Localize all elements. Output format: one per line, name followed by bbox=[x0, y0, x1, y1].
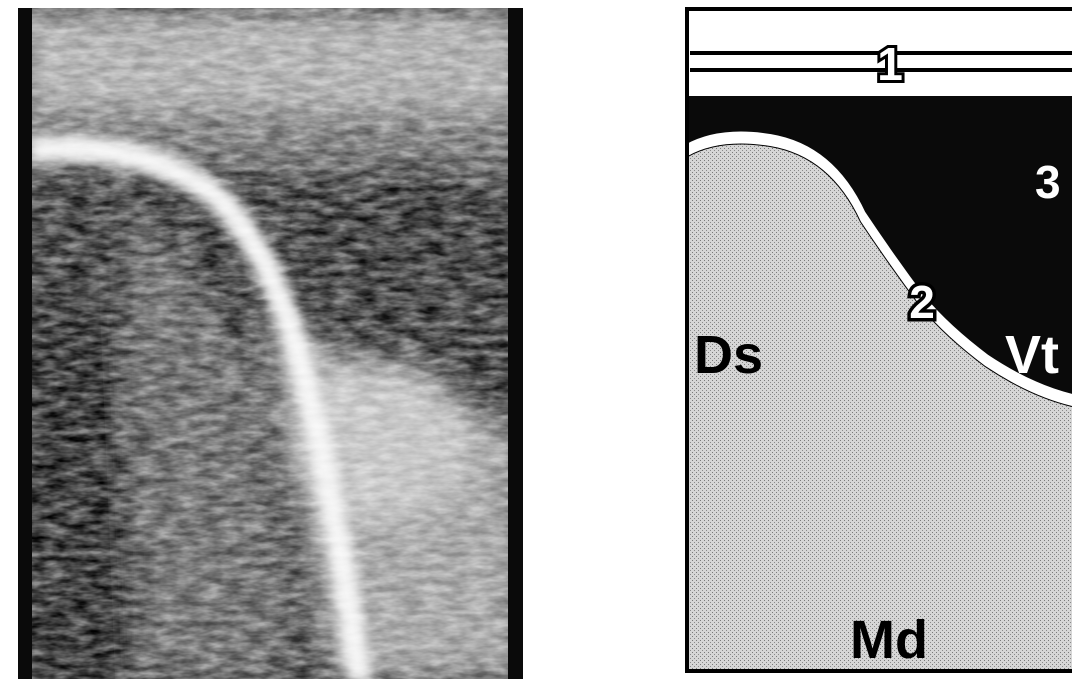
label-dorsal: Ds bbox=[694, 325, 763, 385]
label-ventral: Vt bbox=[1005, 325, 1059, 385]
label-layer-2: 2 bbox=[909, 276, 935, 328]
ultrasound-image bbox=[18, 8, 530, 679]
label-medial: Md bbox=[850, 610, 928, 670]
label-layer-1: 1 bbox=[877, 38, 903, 90]
schematic-diagram: 1 2 3 Ds Vt Md bbox=[685, 8, 1072, 673]
label-layer-3: 3 bbox=[1035, 156, 1061, 208]
